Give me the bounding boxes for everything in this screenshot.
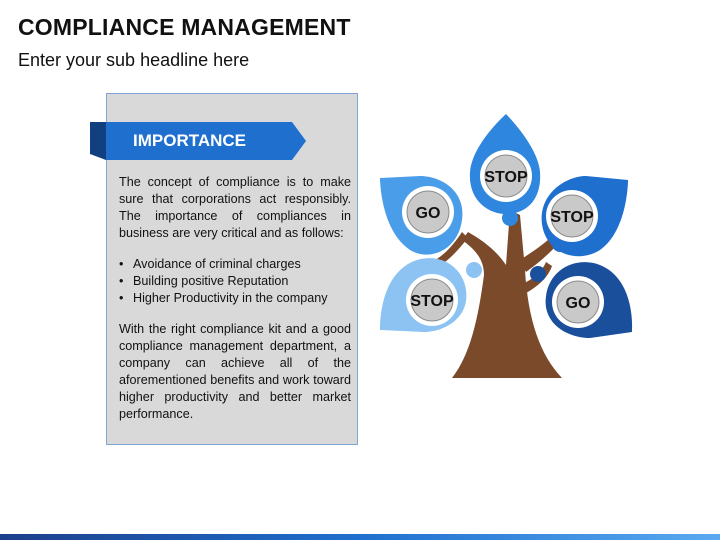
compliance-tree-diagram: GO STOP STOP STOP GO [379,114,633,378]
leaf-label: STOP [484,169,528,186]
intro-paragraph: The concept of compliance is to make sur… [119,175,351,240]
leaf-label: STOP [550,209,594,226]
leaf-label: GO [566,295,591,312]
importance-list: Avoidance of criminal charges Building p… [119,256,351,307]
page-subtitle: Enter your sub headline here [18,50,250,70]
page-title: COMPLIANCE MANAGEMENT [18,14,351,40]
conclusion-paragraph: With the right compliance kit and a good… [119,322,351,421]
leaf-label: GO [416,205,441,222]
leaf-stop-right: STOP [541,176,628,257]
leaf-stop-top: STOP [469,114,541,226]
leaf-stop-lower: STOP [379,258,482,332]
list-item: Avoidance of criminal charges [119,256,351,273]
leaf-go-lower: GO [530,262,633,338]
ribbon-heading: IMPORTANCE [133,131,247,150]
leaf-go-upper: GO [380,176,463,255]
footer-accent-bar [0,534,720,540]
list-item: Building positive Reputation [119,273,351,290]
importance-ribbon: IMPORTANCE [90,122,306,160]
leaf-label: STOP [410,293,454,310]
panel-content: The concept of compliance is to make sur… [119,174,351,423]
ribbon-shape [90,122,306,160]
list-item: Higher Productivity in the company [119,290,351,307]
